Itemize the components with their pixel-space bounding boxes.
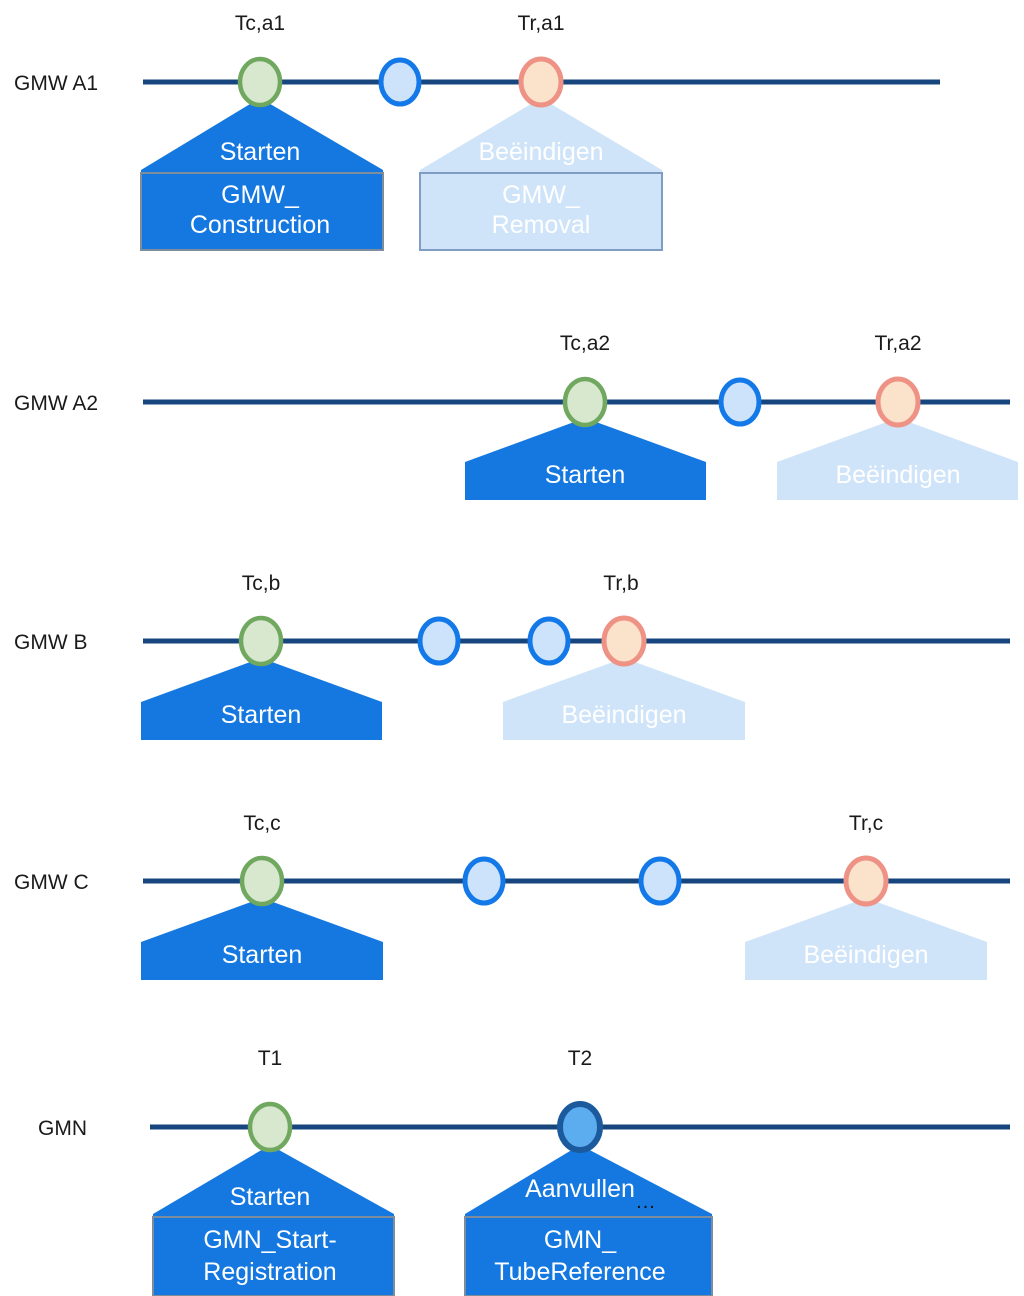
- house-shape: [465, 418, 706, 500]
- house-title-starten-b: Starten: [221, 701, 302, 729]
- marker-green-tc-a1[interactable]: [237, 56, 283, 108]
- marker-blue-mid-a2[interactable]: [718, 377, 762, 427]
- house-roof: [465, 1145, 712, 1217]
- tick-label-tc-c: Tc,c: [243, 812, 280, 835]
- marker-blue-mid1-c[interactable]: [462, 856, 506, 906]
- house-title-gmw-construction: Starten: [220, 138, 301, 166]
- house-body-line: GMW_: [502, 181, 581, 209]
- tick-label-tr-c: Tr,c: [849, 812, 883, 835]
- marker-green-tc-a2[interactable]: [562, 376, 608, 428]
- house-body-box: [419, 172, 663, 251]
- tick-label-tc-a2: Tc,a2: [560, 332, 610, 355]
- house-gmn-tubereference: Aanvullen... GMN_ TubeReference: [464, 1145, 713, 1296]
- house-body-box: [152, 1216, 395, 1296]
- house-title-gmn-startregistration: Starten: [230, 1183, 311, 1211]
- house-starten-c: Starten: [141, 898, 383, 980]
- house-beeindigen-a2: Beëindigen: [777, 418, 1018, 500]
- house-roof: [420, 98, 662, 173]
- house-shape: [141, 658, 382, 740]
- tick-label-tc-a1: Tc,a1: [235, 12, 285, 35]
- tick-label-tr-a2: Tr,a2: [874, 332, 921, 355]
- marker-red-tr-a1[interactable]: [518, 56, 564, 108]
- marker-blue-mid2-b[interactable]: [527, 616, 571, 666]
- row-label-gmw-c: GMW C: [14, 871, 89, 894]
- row-label-gmw-a1: GMW A1: [14, 72, 98, 95]
- house-body-line: Removal: [492, 211, 591, 239]
- house-beeindigen-c: Beëindigen: [745, 898, 987, 980]
- house-shape: [745, 898, 987, 980]
- house-shape: [503, 658, 745, 740]
- house-title-gmw-removal: Beëindigen: [478, 138, 603, 166]
- tick-label-t1: T1: [258, 1047, 283, 1070]
- house-ellipsis: ...: [636, 1191, 656, 1213]
- house-body-line: TubeReference: [494, 1258, 665, 1286]
- marker-green-tc-b[interactable]: [238, 615, 284, 667]
- house-body-box: [464, 1216, 713, 1296]
- house-body-line: GMN_: [544, 1226, 617, 1254]
- marker-red-tr-a2[interactable]: [875, 376, 921, 428]
- marker-navy-t2[interactable]: [557, 1101, 603, 1153]
- row-label-gmw-a2: GMW A2: [14, 392, 98, 415]
- marker-blue-mid2-c[interactable]: [638, 856, 682, 906]
- house-title-gmn-tubereference: Aanvullen: [525, 1175, 635, 1203]
- house-shape: [777, 418, 1018, 500]
- house-title-beeindigen-c: Beëindigen: [803, 941, 928, 969]
- house-roof: [141, 98, 383, 173]
- timeline-row-gmw-a1: StartenGMW_ConstructionBeëindigenGMW_Rem…: [14, 12, 940, 251]
- house-roof: [153, 1145, 394, 1217]
- row-label-gmn: GMN: [38, 1117, 87, 1140]
- timeline-row-gmw-b: Starten Beëindigen GMW B Tc,b Tr,b: [14, 572, 1010, 740]
- tick-label-tr-b: Tr,b: [603, 572, 638, 595]
- timeline-row-gmw-c: Starten Beëindigen GMW C Tc,c Tr,c: [14, 812, 1010, 980]
- tick-label-tr-a1: Tr,a1: [517, 12, 564, 35]
- house-title-starten-c: Starten: [222, 941, 303, 969]
- house-title-beeindigen-b: Beëindigen: [561, 701, 686, 729]
- house-starten-b: Starten: [141, 658, 382, 740]
- marker-blue-mid1-b[interactable]: [417, 616, 461, 666]
- house-title-beeindigen-a2: Beëindigen: [835, 461, 960, 489]
- house-starten-a2: Starten: [465, 418, 706, 500]
- house-body-line: GMW_: [221, 181, 300, 209]
- marker-green-tc-c[interactable]: [239, 855, 285, 907]
- marker-red-tr-b[interactable]: [601, 615, 647, 667]
- house-body-line: Registration: [203, 1258, 336, 1286]
- marker-red-tr-c[interactable]: [843, 855, 889, 907]
- house-body-line: GMN_Start-: [203, 1226, 336, 1254]
- house-shape: [141, 898, 383, 980]
- marker-green-t1[interactable]: [247, 1101, 293, 1153]
- tick-label-tc-b: Tc,b: [242, 572, 281, 595]
- house-title-starten-a2: Starten: [545, 461, 626, 489]
- house-beeindigen-b: Beëindigen: [503, 658, 745, 740]
- row-label-gmw-b: GMW B: [14, 631, 88, 654]
- tick-label-t2: T2: [568, 1047, 593, 1070]
- house-body-line: Construction: [190, 211, 330, 239]
- house-body-box: [140, 172, 384, 251]
- timeline-row-gmw-a2: Starten Beëindigen GMW A2 Tc,a2 Tr,a2: [14, 332, 1018, 500]
- marker-blue-mid-a1[interactable]: [378, 57, 422, 107]
